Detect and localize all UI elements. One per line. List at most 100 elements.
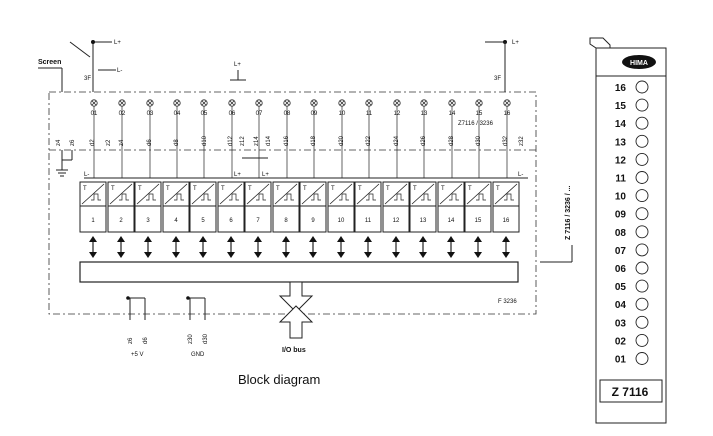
- channel-block-11: T11: [354, 181, 382, 258]
- bus-lplus-2: L+: [262, 172, 269, 178]
- led-label: 11: [615, 174, 626, 185]
- led-indicator-icon: [635, 134, 649, 148]
- led-03: 03: [615, 315, 649, 329]
- channel-block-10: T10: [327, 181, 355, 258]
- led-13: 13: [615, 134, 649, 148]
- led-label: 12: [615, 155, 627, 166]
- channel-type: T: [276, 186, 280, 192]
- led-label: 01: [615, 355, 627, 366]
- channel-block-6: T6: [217, 181, 245, 258]
- internal-bus: [79, 261, 519, 283]
- led-12: 12: [615, 152, 649, 166]
- channel-block-5: T5: [189, 181, 217, 258]
- channel-block-8: T8: [272, 181, 300, 258]
- channel-block-3: T3: [134, 181, 162, 258]
- bus-lminus-right: L-: [518, 172, 523, 178]
- left-lminus-label: L-: [117, 68, 122, 74]
- left-lplus-label: L+: [114, 40, 121, 46]
- led-indicator-icon: [635, 80, 649, 94]
- led-label: 10: [615, 192, 627, 203]
- led-label: 05: [615, 282, 627, 293]
- pin-label: z32: [519, 136, 525, 146]
- channel-type: T: [413, 186, 417, 192]
- led-indicator-icon: [635, 261, 649, 275]
- led-label: 06: [615, 264, 627, 275]
- channel-number: 4: [174, 218, 178, 224]
- terminal-13: 13: [420, 99, 428, 178]
- pin-gnd-2: d30: [203, 333, 209, 344]
- led-label: 08: [615, 228, 627, 239]
- led-05: 05: [615, 279, 649, 293]
- led-label: 14: [615, 119, 627, 130]
- pin-label: d30: [476, 135, 482, 146]
- pin-label: d14: [266, 135, 272, 146]
- pin-label: d6: [147, 139, 153, 146]
- channel-number: 7: [256, 218, 260, 224]
- channel-type: T: [83, 186, 87, 192]
- led-label: 03: [615, 318, 627, 329]
- brand-label: HIMA: [630, 60, 648, 67]
- led-14: 14: [615, 116, 649, 130]
- led-07: 07: [615, 243, 649, 257]
- terminal-11: 11: [365, 99, 373, 178]
- led-indicator-icon: [635, 352, 649, 365]
- led-label: 09: [615, 210, 627, 221]
- led-11: 11: [615, 171, 649, 185]
- channel-block-2: T2: [107, 181, 135, 258]
- channel-type: T: [166, 186, 170, 192]
- led-label: 02: [615, 336, 627, 347]
- channel-block-4: T4: [162, 181, 190, 258]
- led-label: 04: [615, 300, 627, 311]
- terminal-12: 12: [393, 99, 401, 178]
- pin-label: d18: [311, 135, 317, 146]
- io-bus-label: I/O bus: [282, 347, 306, 354]
- terminal-3: 03: [146, 99, 154, 178]
- led-label: 07: [615, 246, 627, 257]
- led-indicator-icon: [635, 279, 649, 293]
- board-outline: [48, 91, 537, 315]
- gnd-label: GND: [191, 352, 205, 358]
- channel-block-12: T 12: [382, 181, 410, 258]
- led-16: 16: [615, 80, 649, 94]
- channel-number: 12: [393, 218, 400, 224]
- diagram-caption: Block diagram: [238, 372, 321, 387]
- channel-type: T: [386, 186, 390, 192]
- channel-number: 11: [365, 218, 372, 224]
- terminal-5: 05: [200, 99, 208, 178]
- terminal-14: 14: [448, 99, 456, 178]
- bus-lplus-1: L+: [234, 172, 241, 178]
- channel-number: 1: [91, 218, 95, 224]
- pin-label: d24: [394, 135, 400, 146]
- pin-power-2: d6: [143, 337, 149, 344]
- ground-icon: [56, 150, 73, 177]
- terminal-2: 02: [118, 99, 126, 178]
- front-panel: HIMA Z 7116 1615141312111009080706050403…: [589, 37, 667, 424]
- channel-number: 2: [119, 218, 123, 224]
- pin-label: d22: [366, 135, 372, 146]
- pin-label: d2: [90, 139, 96, 146]
- led-02: 02: [615, 333, 649, 347]
- channel-number: 3: [146, 218, 150, 224]
- pin-label: d10: [202, 135, 208, 146]
- led-09: 09: [615, 207, 649, 221]
- led-label: 16: [615, 83, 627, 94]
- terminal-9: 09: [310, 99, 318, 178]
- pin-power-1: z6: [128, 337, 134, 344]
- channel-type: T: [193, 186, 197, 192]
- led-06: 06: [615, 261, 649, 275]
- io-bus-arrow-icon: [278, 281, 314, 339]
- pin-label: z2: [106, 139, 112, 146]
- terminal-7: 07: [255, 99, 263, 178]
- channel-number: 14: [448, 218, 455, 224]
- side-label: Z 7116 / 3236 / ...: [565, 185, 572, 240]
- led-label: 13: [615, 137, 627, 148]
- pin-label: d20: [339, 135, 345, 146]
- mid-lplus-label: L+: [234, 62, 241, 68]
- right-fuse-label: 3F: [494, 76, 501, 82]
- channel-number: 5: [201, 218, 205, 224]
- terminal-1: 01: [90, 99, 98, 178]
- pin-label: d16: [284, 135, 290, 146]
